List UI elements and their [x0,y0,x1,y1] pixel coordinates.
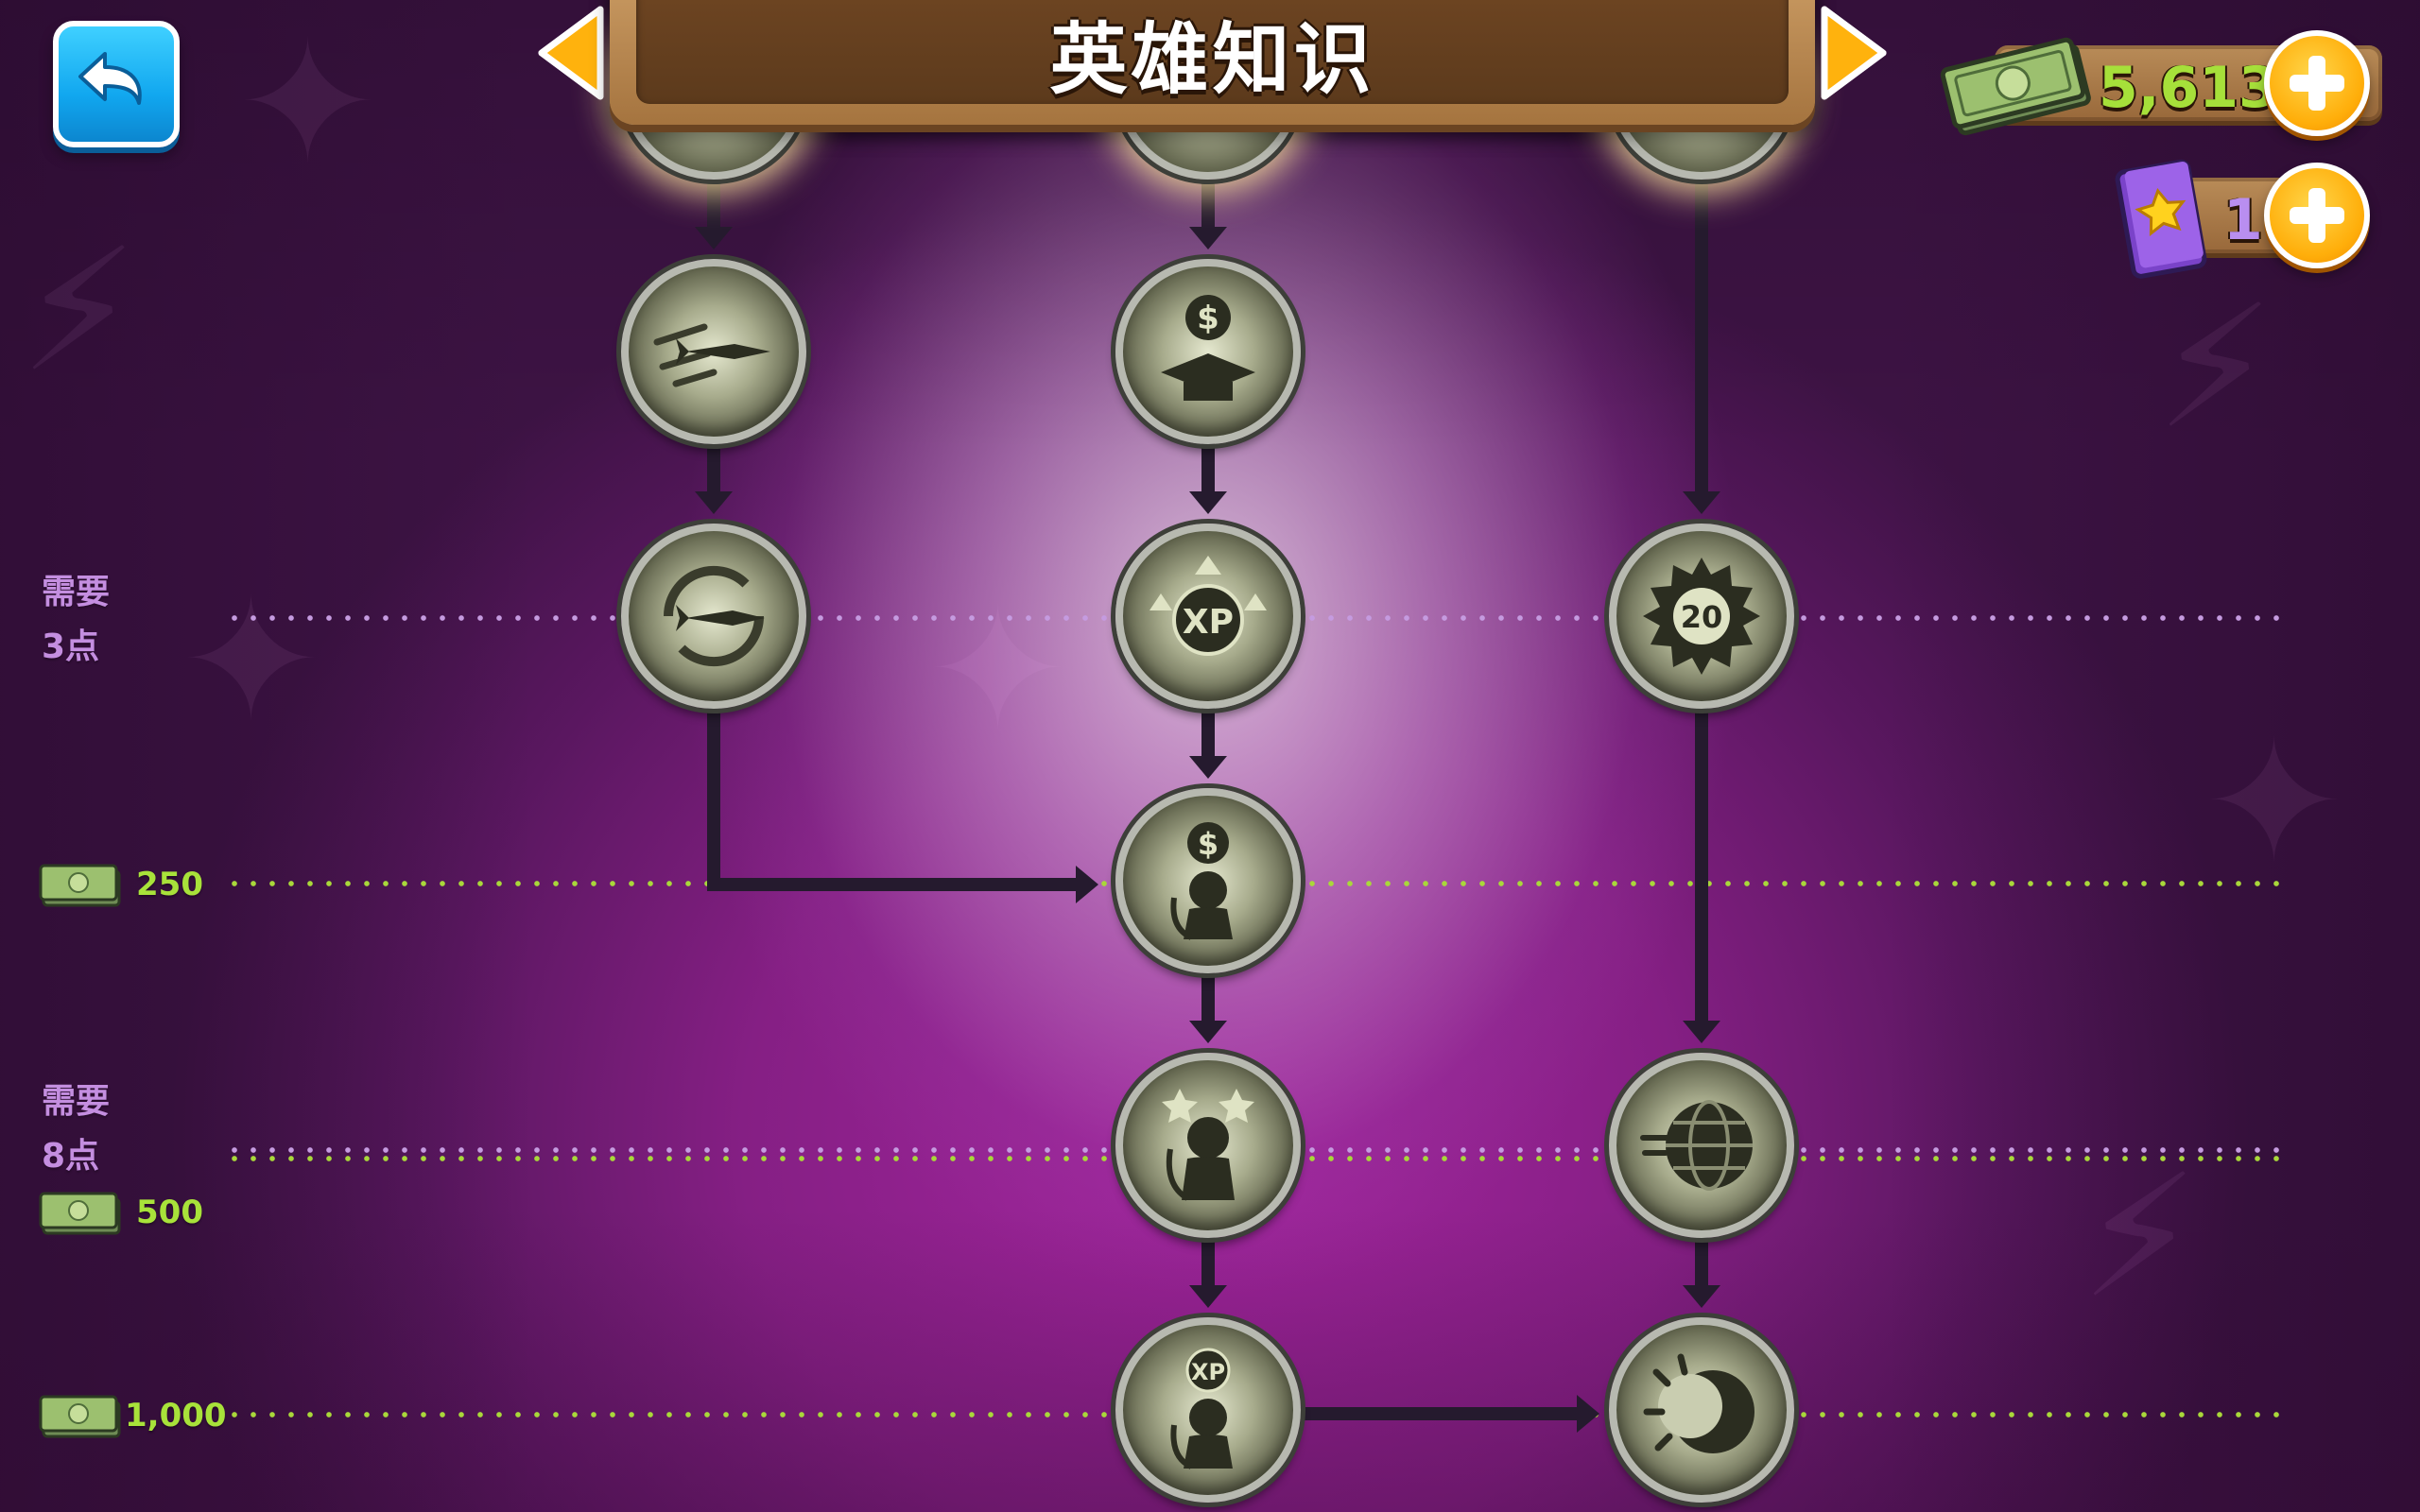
connector-arrowhead [1189,1285,1227,1308]
cash-value: 5,613 [2099,55,2278,121]
connector-arrowhead [1189,491,1227,514]
connector [1695,1236,1708,1289]
connector-arrowhead [1577,1395,1599,1433]
tier1-req-line2: 3点 [42,627,100,666]
knowledge-counter: 1 [2108,159,2373,279]
hero-cash-icon: $ [1170,822,1233,940]
undo-arrow-icon [78,52,142,105]
connector-arrowhead [1076,866,1098,903]
cost-500: 500 [38,1186,203,1239]
connector [1201,180,1215,232]
bg-star-glyph: ✦ [236,5,379,202]
add-knowledge-button[interactable] [2264,163,2370,268]
page-title: 英雄知识 [1049,15,1375,105]
xp-boost-icon: XP [1150,556,1267,656]
connector [1201,707,1215,760]
tier1-requirement: 需要 3点 [42,565,110,675]
connector-arrowhead [1189,1021,1227,1043]
title-plank: 英雄知识 [610,0,1815,125]
connector-arrowhead [1683,491,1720,514]
bg-star-glyph: ✦ [2203,704,2345,902]
prev-hero-button[interactable] [534,4,610,102]
bg-zigzag-glyph: ⚡ [19,213,139,410]
connector-arrowhead [1189,227,1227,249]
svg-text:$: $ [1198,826,1219,862]
bg-zigzag-glyph: ⚡ [2080,1139,2200,1336]
level-badge-text: 20 [1681,599,1723,635]
cash-counter: 5,613 [1938,28,2382,138]
knowledge-node-xp-boost[interactable]: XP [1115,524,1301,709]
connector [707,442,720,495]
knowledge-value: 1 [2223,187,2263,253]
knowledge-node-hero-xp[interactable]: XP [1115,1317,1301,1503]
bg-star-glyph: ✦ [926,572,1069,769]
next-hero-button[interactable] [1815,4,1891,102]
bg-star-glyph: ✦ [180,562,322,760]
cash-education-icon: $ [1161,295,1255,401]
knowledge-node-globe[interactable] [1609,1053,1794,1238]
cost-500-value: 500 [136,1194,203,1231]
bg-zigzag-glyph: ⚡ [2155,269,2275,467]
cash-icon [39,1192,121,1235]
cost-250: 250 [38,858,203,911]
svg-text:XP: XP [1191,1359,1225,1385]
knowledge-node-cash-education[interactable]: $ [1115,259,1301,444]
knowledge-book-icon [2115,159,2207,279]
tier2-requirement: 需要 8点 [42,1074,110,1184]
svg-text:$: $ [1197,300,1219,337]
header-overlay: 英雄知识 [534,0,1891,132]
cash-icon [39,864,121,907]
tier2-req-line1: 需要 [42,1082,111,1121]
connector [1201,971,1215,1024]
cost-1000: 1,000 [38,1389,227,1442]
back-button[interactable] [53,21,180,147]
connector [707,878,1076,891]
xp-badge-text: XP [1183,603,1234,642]
dart-reload-icon [663,565,765,667]
knowledge-node-hero-star[interactable] [1115,1053,1301,1238]
moon-sun-icon [1643,1353,1754,1453]
tier2-req-line2: 8点 [42,1137,100,1176]
knowledge-node-dart-reload[interactable] [621,524,806,709]
connector [1295,1407,1579,1420]
connector [707,707,720,891]
knowledge-node-hero-cash[interactable]: $ [1115,788,1301,973]
connector [1201,1236,1215,1289]
cash-stack-icon [1940,37,2091,136]
connector-arrowhead [1683,1285,1720,1308]
connector [1201,442,1215,495]
cash-icon [39,1395,121,1438]
connector-arrowhead [1189,756,1227,779]
globe-icon [1640,1100,1753,1191]
connector [1695,707,1708,1026]
dart-speed-icon [653,323,770,387]
hero-star-icon [1162,1089,1254,1201]
knowledge-node-moon-sun[interactable] [1609,1317,1794,1503]
connector [1695,180,1708,497]
tier1-req-line1: 需要 [42,573,111,611]
hero-xp-icon: XP [1170,1348,1233,1469]
add-cash-button[interactable] [2264,30,2370,136]
connector-arrowhead [695,227,733,249]
connector-arrowhead [1683,1021,1720,1043]
knowledge-node-dart-speed[interactable] [621,259,806,444]
connector [707,180,720,232]
knowledge-node-level-20[interactable]: 20 [1609,524,1794,709]
level-20-gear-icon: 20 [1643,558,1760,675]
connector-arrowhead [695,491,733,514]
cost-250-value: 250 [136,866,203,903]
cost-1000-value: 1,000 [125,1397,227,1435]
